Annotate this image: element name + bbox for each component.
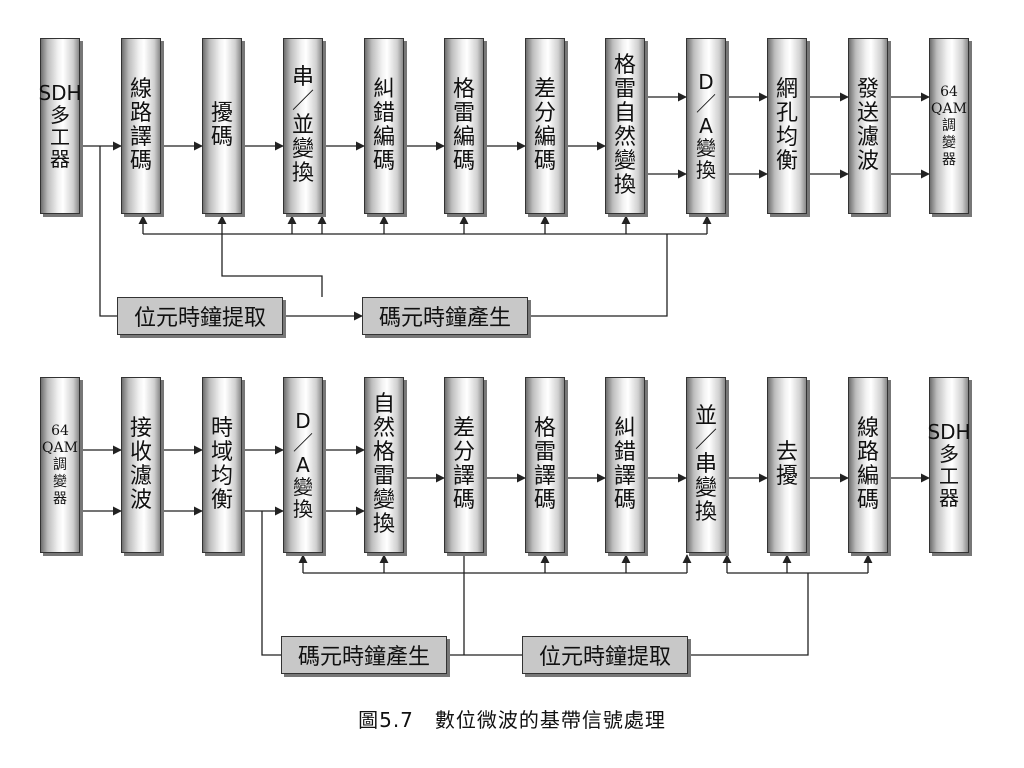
tx-block-label: 發 送 濾 波	[856, 77, 879, 174]
tx-block-label: 擾 碼	[210, 101, 233, 150]
rx-bit-clock-extract: 位元時鐘提取	[522, 636, 688, 674]
rx-block-label: 去 擾	[775, 440, 798, 489]
rx-block-da-convert: D ／ A 變 換	[283, 377, 323, 553]
rx-block-label: 糾 錯 譯 碼	[613, 416, 636, 513]
tx-block-label: 格 雷 編 碼	[452, 77, 475, 174]
tx-block-label: D ／ A 變 換	[696, 70, 716, 182]
rx-block-label: 自 然 格 雷 變 換	[372, 392, 395, 537]
tx-clock-feed	[99, 146, 117, 317]
tx-block-mesh-eq: 網 孔 均 衡	[767, 38, 807, 214]
rx-block-qam-modulator: 64 QAM 調 變 器	[40, 377, 80, 553]
tx-block-label: 64 QAM 調 變 器	[931, 83, 967, 168]
tx-block-da-convert: D ／ A 變 換	[686, 38, 726, 214]
tx-block-tx-filter: 發 送 濾 波	[848, 38, 888, 214]
tx-block-serial-parallel: 串 ／ 並 變 換	[283, 38, 323, 214]
rx-block-label: 並 ／ 串 變 換	[694, 404, 717, 525]
rx-clock-return	[688, 573, 809, 656]
rx-symbol-clock-gen: 碼元時鐘產生	[281, 636, 447, 674]
tx-symbol-clock-gen: 碼元時鐘產生	[362, 297, 528, 335]
rx-block-parallel-serial: 並 ／ 串 變 換	[686, 377, 726, 553]
rx-block-diff-decode: 差 分 譯 碼	[444, 377, 484, 553]
tx-block-sdh-mux: SDH 多 工 器	[38, 38, 82, 214]
rx-block-label: SDH 多 工 器	[927, 420, 971, 510]
tx-scrambler-clock	[221, 234, 323, 297]
tx-block-qam-modulator: 64 QAM 調 變 器	[929, 38, 969, 214]
rx-block-sdh-mux: SDH 多 工 器	[927, 377, 971, 553]
rx-block-descrambler: 去 擾	[767, 377, 807, 553]
tx-bit-clock-extract: 位元時鐘提取	[117, 297, 283, 335]
rx-block-natural-gray: 自 然 格 雷 變 換	[364, 377, 404, 553]
tx-block-gray-natural: 格 雷 自 然 變 換	[605, 38, 645, 214]
rx-block-rx-filter: 接 收 濾 波	[121, 377, 161, 553]
tx-clock-return	[528, 234, 668, 317]
tx-block-label: 網 孔 均 衡	[775, 77, 798, 174]
rx-block-label: 時 域 均 衡	[210, 416, 233, 513]
tx-block-label: SDH 多 工 器	[38, 81, 82, 171]
tx-block-diff-encode: 差 分 編 碼	[525, 38, 565, 214]
tx-block-gray-encode: 格 雷 編 碼	[444, 38, 484, 214]
figure-caption: 圖5.7 數位微波的基帶信號處理	[358, 708, 666, 732]
rx-block-label: D ／ A 變 換	[293, 409, 313, 521]
rx-block-label: 格 雷 譯 碼	[533, 416, 556, 513]
tx-block-line-decode: 線 路 譯 碼	[121, 38, 161, 214]
rx-block-label: 線 路 編 碼	[856, 416, 879, 513]
tx-block-scrambler: 擾 碼	[202, 38, 242, 214]
tx-block-label: 線 路 譯 碼	[129, 77, 152, 174]
tx-block-label: 差 分 編 碼	[533, 77, 556, 174]
tx-block-label: 糾 錯 編 碼	[372, 77, 395, 174]
rx-block-label: 差 分 譯 碼	[452, 416, 475, 513]
tx-block-fec-encode: 糾 錯 編 碼	[364, 38, 404, 214]
rx-block-line-encode: 線 路 編 碼	[848, 377, 888, 553]
rx-block-label: 64 QAM 調 變 器	[42, 422, 78, 507]
tx-block-label: 串 ／ 並 變 換	[291, 65, 314, 186]
rx-block-label: 接 收 濾 波	[129, 416, 152, 513]
rx-block-gray-decode: 格 雷 譯 碼	[525, 377, 565, 553]
rx-block-time-eq: 時 域 均 衡	[202, 377, 242, 553]
rx-block-fec-decode: 糾 錯 譯 碼	[605, 377, 645, 553]
rx-clock-feed	[261, 511, 281, 656]
tx-block-label: 格 雷 自 然 變 換	[613, 53, 636, 198]
